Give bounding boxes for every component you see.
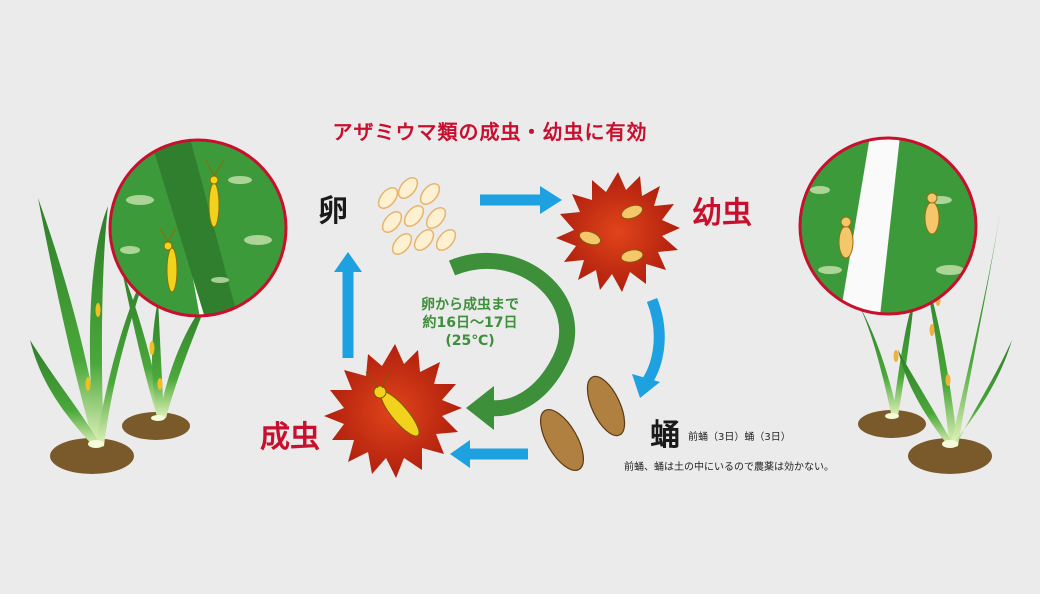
plant-base [151,415,165,421]
thrips-larva-icon [838,216,854,259]
thrips-larva-icon [578,204,644,263]
soil-mound [122,412,190,440]
pupa-icon [540,375,626,471]
arrow-heads [334,186,660,468]
right-zoom-circle [798,136,978,316]
thrips-larva-icon [924,192,940,235]
plant-base [88,440,104,448]
pupa-label: 蛹 [650,418,680,453]
eggs-icon [377,177,457,255]
page-title: アザミウマ類の成虫・幼虫に有効 [332,120,648,144]
arrow-larva-to-pupa [643,297,665,383]
cycle-line3: (25℃) [445,333,495,349]
leaf-cluster [856,200,1012,448]
egg-label: 卵 [318,194,348,229]
adult-burst [324,344,462,478]
green-arrow-head [466,386,494,430]
larva-label: 幼虫 [692,196,752,231]
cycle-line2: 約16日〜17日 [422,315,518,331]
thrips-adult-icon [159,227,178,293]
cycle-line1: 卵から成虫まで [421,297,519,313]
soil-mound [50,438,134,474]
adult-label: 成虫 [260,420,320,455]
pupa-note: 前蛹、蛹は土の中にいるので農薬は効かない。 [624,462,834,473]
thrips-adult-icon [205,159,225,228]
left-zoom-circle [108,138,288,318]
green-cycle-arrow [448,252,575,417]
right-plant-group [856,200,1012,474]
plant-base [885,413,899,419]
thrips-adult-icon [365,369,420,437]
small-thrips [85,303,163,391]
cycle-arrows [342,194,665,460]
left-plant-group [30,198,208,474]
plant-base [942,440,958,448]
soil-mound [858,410,926,438]
soil-mound [908,438,992,474]
larva-burst [556,172,680,292]
pupa-detail: 前蛹（3日）蛹（3日） [688,432,791,443]
cycle-duration: 卵から成虫まで 約16日〜17日 (25℃) [395,296,545,350]
